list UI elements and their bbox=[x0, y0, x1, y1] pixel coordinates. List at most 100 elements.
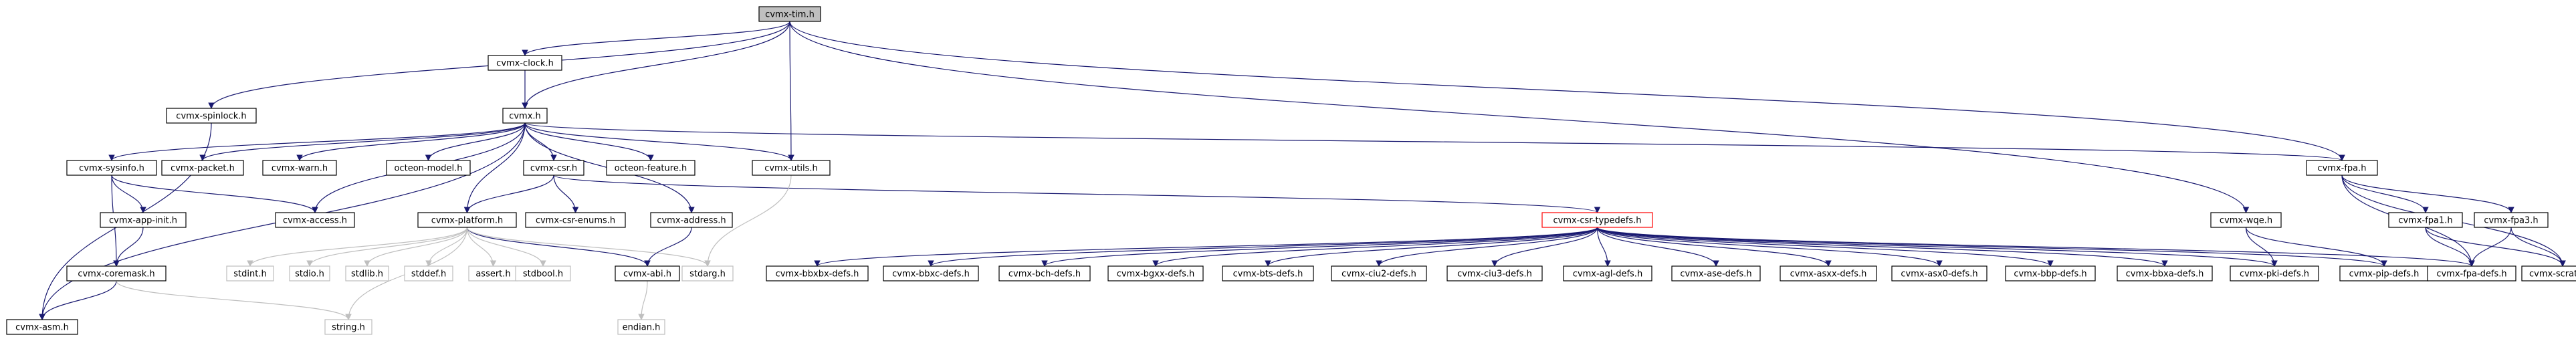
node-label: cvmx-fpa-defs.h bbox=[2436, 269, 2506, 279]
node-label: stddef.h bbox=[411, 269, 446, 279]
node-label: cvmx-ase-defs.h bbox=[1680, 269, 1751, 279]
edge-fpa1-to-fpadefs bbox=[2425, 227, 2475, 267]
edge-platform-to-stddef bbox=[425, 227, 468, 267]
node-platform[interactable]: cvmx-platform.h bbox=[417, 212, 517, 228]
edge-wqe-to-pip bbox=[2245, 227, 2387, 267]
edge-typedefs-to-bch bbox=[1041, 227, 1598, 267]
edge-csr-to-typedefs bbox=[553, 175, 1600, 213]
node-csrenums[interactable]: cvmx-csr-enums.h bbox=[525, 212, 626, 228]
node-box bbox=[998, 265, 1091, 282]
node-label: cvmx-bbxc-defs.h bbox=[892, 269, 970, 279]
node-access[interactable]: cvmx-access.h bbox=[275, 212, 355, 228]
node-sysinfo[interactable]: cvmx-sysinfo.h bbox=[66, 160, 157, 176]
node-bch[interactable]: cvmx-bch-defs.h bbox=[998, 265, 1091, 282]
node-bbxa[interactable]: cvmx-bbxa-defs.h bbox=[2117, 265, 2213, 282]
node-bbp[interactable]: cvmx-bbp-defs.h bbox=[2005, 265, 2096, 282]
node-box bbox=[2474, 212, 2549, 228]
node-bbxbx[interactable]: cvmx-bbxbx-defs.h bbox=[766, 265, 869, 282]
node-box bbox=[681, 265, 734, 282]
node-cvmx[interactable]: cvmx.h bbox=[502, 108, 548, 124]
node-label: cvmx-wqe.h bbox=[2220, 216, 2272, 226]
edge-root-to-cvmx bbox=[522, 21, 790, 109]
node-fpa1[interactable]: cvmx-fpa1.h bbox=[2388, 212, 2463, 228]
node-pip[interactable]: cvmx-pip-defs.h bbox=[2339, 265, 2429, 282]
node-box bbox=[1563, 265, 1652, 282]
edge-address-to-abi bbox=[644, 227, 692, 267]
edge-coremask-to-string bbox=[116, 280, 352, 320]
node-appinit[interactable]: cvmx-app-init.h bbox=[100, 212, 187, 228]
node-coremask[interactable]: cvmx-coremask.h bbox=[66, 265, 167, 282]
node-asxx[interactable]: cvmx-asxx-defs.h bbox=[1780, 265, 1877, 282]
edge-fpa-to-fpa1 bbox=[2341, 175, 2429, 213]
node-box bbox=[66, 265, 167, 282]
node-ciu2[interactable]: cvmx-ciu2-defs.h bbox=[1331, 265, 1427, 282]
edge-coremask-to-asm bbox=[39, 280, 117, 320]
edge-typedefs-to-agl bbox=[1596, 227, 1611, 267]
node-agl[interactable]: cvmx-agl-defs.h bbox=[1563, 265, 1652, 282]
edge-typedefs-to-pip bbox=[1596, 227, 2387, 267]
node-typedefs[interactable]: cvmx-csr-typedefs.h bbox=[1541, 212, 1653, 228]
node-asm[interactable]: cvmx-asm.h bbox=[6, 319, 78, 335]
node-spinlock[interactable]: cvmx-spinlock.h bbox=[166, 108, 257, 124]
node-label: cvmx-asxx-defs.h bbox=[1790, 269, 1867, 279]
edge-root-to-fpa bbox=[789, 21, 2345, 161]
node-label: cvmx-csr-enums.h bbox=[536, 216, 615, 226]
edge-wqe-to-pki bbox=[2245, 227, 2278, 267]
node-box bbox=[161, 160, 244, 176]
node-box bbox=[404, 265, 453, 282]
node-bbxc[interactable]: cvmx-bbxc-defs.h bbox=[883, 265, 979, 282]
node-pki[interactable]: cvmx-pki-defs.h bbox=[2230, 265, 2319, 282]
node-ase[interactable]: cvmx-ase-defs.h bbox=[1671, 265, 1761, 282]
node-asx0[interactable]: cvmx-asx0-defs.h bbox=[1891, 265, 1988, 282]
edge-root-to-clock bbox=[522, 21, 790, 56]
node-label: cvmx-bbxa-defs.h bbox=[2126, 269, 2204, 279]
node-fpa3[interactable]: cvmx-fpa3.h bbox=[2474, 212, 2549, 228]
node-csr[interactable]: cvmx-csr.h bbox=[523, 160, 584, 176]
node-box bbox=[6, 319, 78, 335]
node-label: cvmx-sysinfo.h bbox=[79, 164, 144, 174]
node-octmodel[interactable]: octeon-model.h bbox=[386, 160, 471, 176]
node-wqe[interactable]: cvmx-wqe.h bbox=[2210, 212, 2282, 228]
node-root[interactable]: cvmx-tim.h bbox=[758, 6, 821, 22]
node-fpadefs[interactable]: cvmx-fpa-defs.h bbox=[2427, 265, 2516, 282]
edge-typedefs-to-asxx bbox=[1596, 227, 1832, 267]
node-box bbox=[1331, 265, 1427, 282]
node-label: cvmx-bch-defs.h bbox=[1008, 269, 1081, 279]
edge-typedefs-to-bts bbox=[1265, 227, 1598, 267]
node-warn[interactable]: cvmx-warn.h bbox=[262, 160, 337, 176]
node-clock[interactable]: cvmx-clock.h bbox=[488, 55, 562, 71]
node-scratch[interactable]: cvmx-scratch.h bbox=[2521, 265, 2576, 282]
node-label: stdarg.h bbox=[689, 269, 726, 279]
node-address[interactable]: cvmx-address.h bbox=[650, 212, 733, 228]
node-label: cvmx-asm.h bbox=[15, 323, 69, 333]
edge-typedefs-to-ase bbox=[1596, 227, 1719, 267]
node-box bbox=[758, 6, 821, 22]
edge-utils-to-stdarg bbox=[704, 175, 792, 267]
node-label: cvmx-asx0-defs.h bbox=[1901, 269, 1977, 279]
node-ciu3[interactable]: cvmx-ciu3-defs.h bbox=[1446, 265, 1543, 282]
edge-platform-to-stdlib bbox=[364, 227, 468, 267]
node-label: cvmx-packet.h bbox=[171, 164, 235, 174]
node-bts[interactable]: cvmx-bts-defs.h bbox=[1222, 265, 1314, 282]
node-label: stdbool.h bbox=[523, 269, 563, 279]
node-label: stdint.h bbox=[233, 269, 266, 279]
node-fpa[interactable]: cvmx-fpa.h bbox=[2306, 160, 2378, 176]
node-utils[interactable]: cvmx-utils.h bbox=[752, 160, 831, 176]
node-label: cvmx-pki-defs.h bbox=[2240, 269, 2309, 279]
node-label: cvmx-platform.h bbox=[431, 216, 504, 226]
node-box bbox=[100, 212, 187, 228]
node-bgxx[interactable]: cvmx-bgxx-defs.h bbox=[1107, 265, 1204, 282]
node-abi[interactable]: cvmx-abi.h bbox=[615, 265, 680, 282]
node-label: cvmx-agl-defs.h bbox=[1573, 269, 1642, 279]
node-stddef: stddef.h bbox=[404, 265, 453, 282]
node-label: string.h bbox=[332, 323, 365, 333]
node-assert: assert.h bbox=[468, 265, 518, 282]
node-octfeature[interactable]: octeon-feature.h bbox=[606, 160, 695, 176]
node-label: stdio.h bbox=[295, 269, 324, 279]
edge-typedefs-to-bbxbx bbox=[814, 227, 1598, 267]
node-packet[interactable]: cvmx-packet.h bbox=[161, 160, 244, 176]
node-label: cvmx-utils.h bbox=[764, 164, 818, 174]
edge-fpa3-to-scratch bbox=[2510, 227, 2566, 267]
node-box bbox=[2427, 265, 2516, 282]
